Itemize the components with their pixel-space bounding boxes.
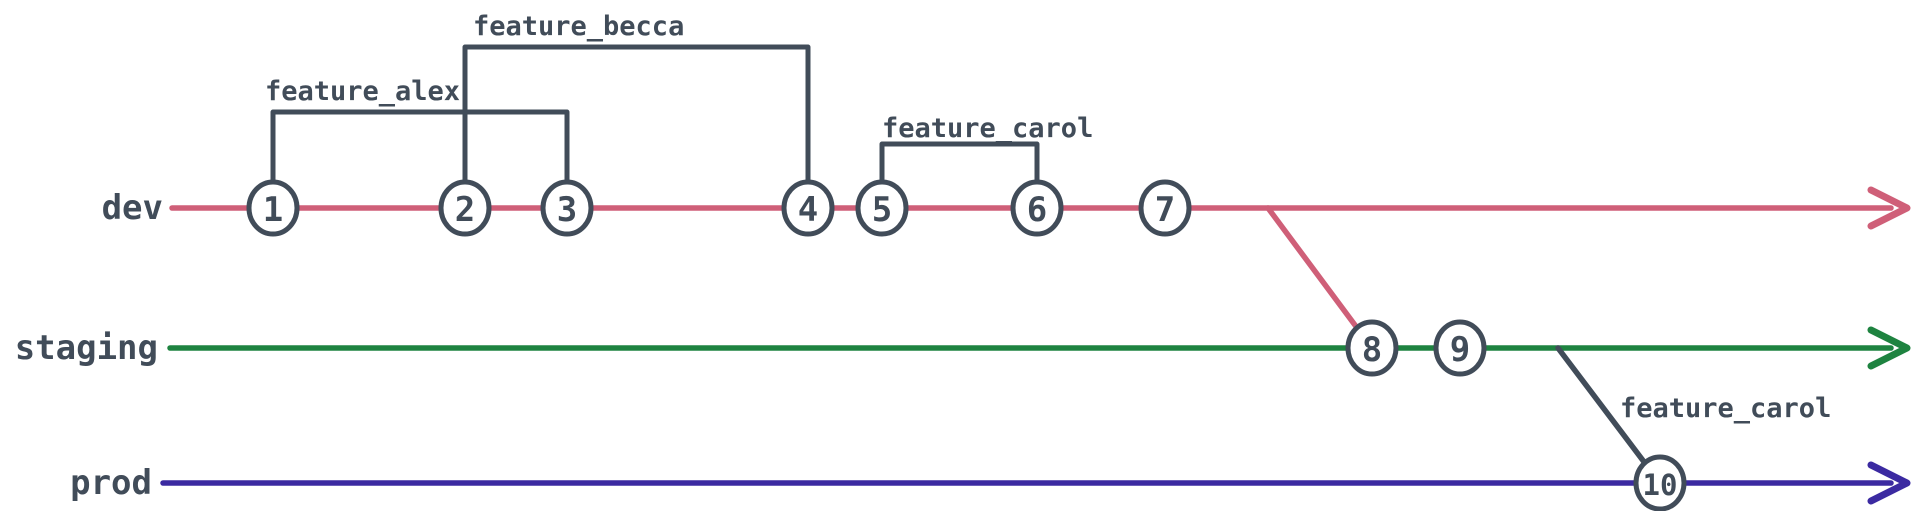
commit-node-5: 5 [855, 179, 909, 237]
commit-circle [246, 179, 300, 237]
commit-node-3: 3 [540, 179, 594, 237]
commit-number: 1 [263, 190, 283, 230]
feature-branch-label: feature_becca [473, 11, 684, 42]
commit-number: 4 [798, 190, 818, 230]
commit-number: 7 [1155, 190, 1175, 230]
commit-circle [1433, 319, 1487, 377]
feature-branch-label: feature_alex [265, 76, 460, 107]
merge-line-dev-into-staging [1265, 205, 1375, 351]
commit-number: 6 [1027, 190, 1047, 230]
feature-branch-label: feature_carol [882, 113, 1093, 144]
commit-node-8: 8 [1345, 319, 1399, 377]
commit-number: 5 [872, 190, 892, 230]
commit-circle [1345, 319, 1399, 377]
commit-circle [1010, 179, 1064, 237]
commit-node-9: 9 [1433, 319, 1487, 377]
commit-number: 8 [1362, 330, 1382, 370]
arrowhead-icon-staging [1867, 326, 1911, 370]
commit-number: 10 [1643, 468, 1678, 502]
commit-node-4: 4 [781, 179, 835, 237]
commit-node-10: 10 [1633, 454, 1687, 511]
commit-number: 9 [1450, 330, 1470, 370]
branch-label-staging: staging [15, 328, 158, 368]
commit-node-2: 2 [438, 179, 492, 237]
arrowhead-icon-dev [1867, 186, 1911, 230]
commit-node-6: 6 [1010, 179, 1064, 237]
commit-circle [1138, 179, 1192, 237]
commit-circle [855, 179, 909, 237]
branch-label-prod: prod [70, 463, 152, 503]
commit-node-7: 7 [1138, 179, 1192, 237]
branch-label-dev: dev [102, 188, 163, 228]
feature-bracket-becca [462, 44, 811, 184]
commit-circle [1633, 454, 1687, 511]
commit-circle [438, 179, 492, 237]
commit-number: 2 [455, 190, 475, 230]
merge-branch-label: feature_carol [1620, 393, 1831, 424]
feature-bracket-carol [879, 141, 1040, 184]
commit-circle [540, 179, 594, 237]
commit-number: 3 [557, 190, 577, 230]
arrowhead-icon-prod [1867, 461, 1911, 505]
commit-node-1: 1 [246, 179, 300, 237]
merge-line-staging-into-prod [1555, 345, 1663, 486]
feature-bracket-alex [270, 109, 570, 184]
commit-circle [781, 179, 835, 237]
